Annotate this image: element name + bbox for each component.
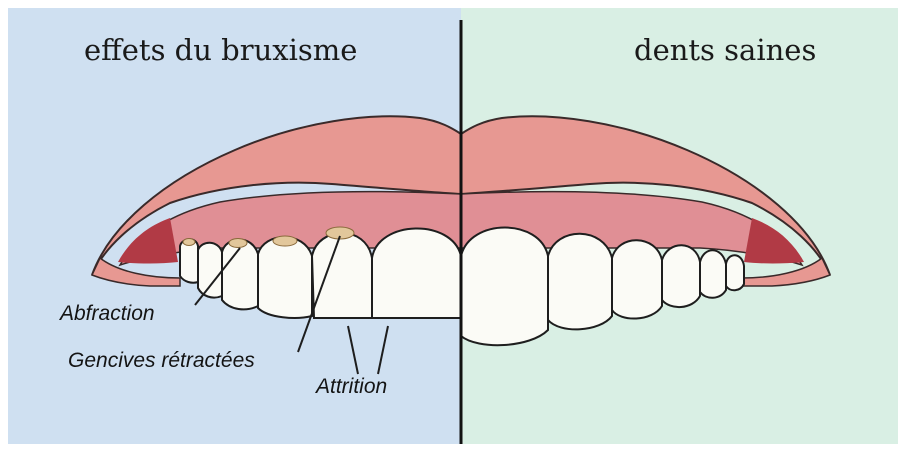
worn-tooth-3 (222, 240, 258, 310)
worn-tooth-6 (372, 228, 461, 318)
plaque-3 (273, 236, 297, 246)
plaque-1 (183, 239, 195, 246)
healthy-tooth-5 (700, 250, 726, 298)
healthy-tooth-4 (662, 245, 700, 307)
worn-tooth-5 (312, 233, 372, 318)
worn-tooth-2 (198, 243, 222, 298)
healthy-tooth-3 (612, 240, 662, 318)
plaque-2 (229, 239, 247, 248)
worn-tooth-4 (258, 237, 312, 318)
healthy-tooth-2 (548, 234, 612, 330)
title-bruxism-effects: effets du bruxisme (84, 33, 357, 67)
label-attrition: Attrition (316, 375, 387, 399)
label-gum-recession: Gencives rétractées (68, 349, 255, 373)
title-healthy-teeth: dents saines (634, 33, 816, 67)
healthy-tooth-6 (726, 255, 744, 290)
healthy-tooth-1 (461, 228, 548, 346)
label-abfraction: Abfraction (60, 302, 155, 326)
